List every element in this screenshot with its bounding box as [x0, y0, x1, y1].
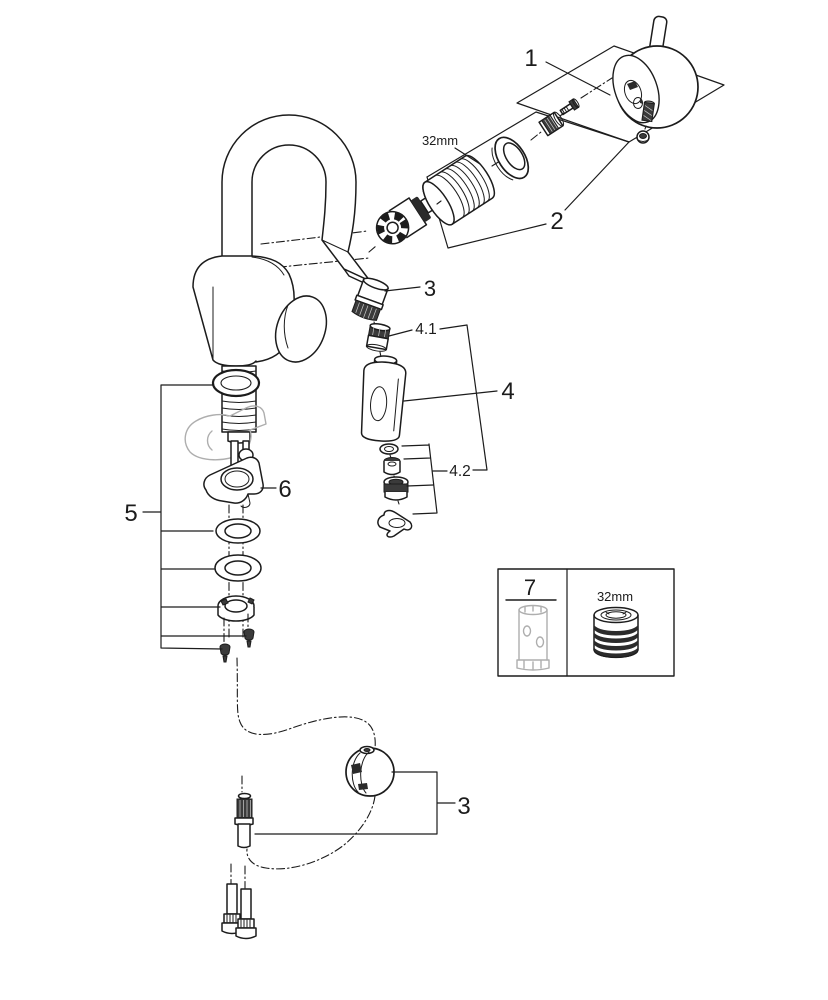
pullout-hose-curve-upper — [236, 657, 376, 749]
handle-nut — [538, 111, 565, 137]
mounting-screws — [219, 613, 255, 663]
callout-label-1: 1 — [524, 45, 537, 72]
callout-label-6: 6 — [278, 476, 291, 503]
dim-label-32mm-top: 32mm — [422, 133, 458, 148]
pullout-hose-curve-lower — [246, 795, 376, 870]
callout-lines — [142, 286, 498, 835]
callout-label-3-spout: 3 — [424, 276, 436, 301]
cartridge-tool-gray — [516, 604, 550, 671]
cartridge-32mm-box-drawing — [593, 606, 639, 659]
spanner-tool-part42 — [377, 509, 413, 538]
handle-screw — [559, 98, 580, 116]
mounting-clamp-part6 — [203, 456, 264, 508]
washer-part42 — [379, 443, 399, 455]
callout-label-4-2: 4.2 — [449, 463, 471, 480]
callout-label-2: 2 — [550, 208, 563, 235]
callout-label-4: 4 — [501, 378, 514, 405]
aerator-part42 — [383, 476, 409, 501]
box-label-7: 7 — [524, 575, 536, 600]
spout-hose-connector-part3 — [351, 277, 389, 321]
handle-set-screw — [641, 100, 655, 123]
hose-axis-line-upper — [260, 230, 368, 245]
callout-label-4-1: 4.1 — [415, 321, 437, 338]
box-label-32mm: 32mm — [597, 589, 633, 604]
callout-label-5: 5 — [124, 500, 137, 527]
faucet-base-body — [192, 255, 328, 367]
callout-labels: 1 2 3 32mm 4.1 4 4.2 5 6 3 — [124, 45, 563, 820]
hose-weight-ball — [345, 745, 395, 797]
explode-axis-dashes — [368, 77, 613, 253]
o-ring — [211, 368, 261, 398]
mounting-flange — [217, 595, 255, 622]
trim-ring — [491, 136, 530, 181]
accessory-box: 7 32mm — [497, 568, 675, 677]
spray-body-part4 — [360, 355, 407, 442]
callout-bracket-1 — [516, 45, 725, 143]
callout-label-3-hose: 3 — [457, 793, 470, 820]
washer-2 — [214, 554, 262, 582]
adapter-part41 — [365, 323, 391, 352]
washer-1 — [215, 518, 261, 544]
set-screw-axis — [644, 125, 647, 130]
hose-end-connector — [234, 792, 254, 849]
cartridge-32mm — [422, 154, 496, 226]
handle-cap-nut — [636, 130, 650, 144]
dim-32mm-leader — [454, 147, 481, 165]
check-valve-part42 — [383, 457, 401, 476]
supply-hose-fitting-2 — [235, 888, 257, 940]
